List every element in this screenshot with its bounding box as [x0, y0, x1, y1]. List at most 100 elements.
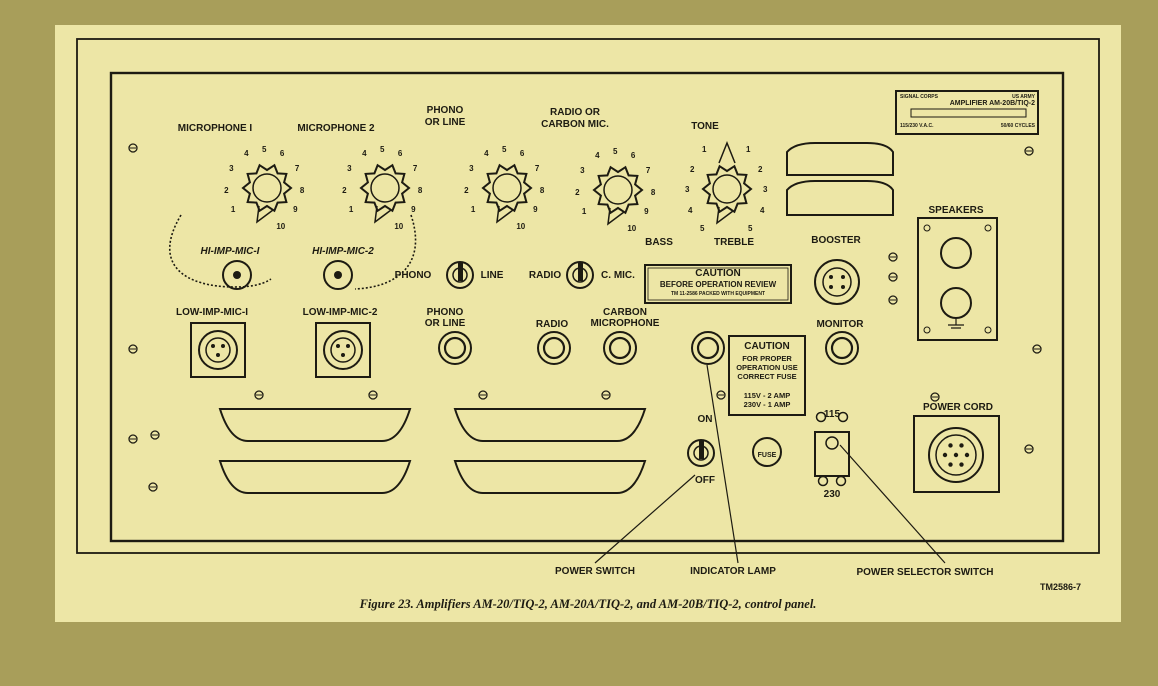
phono-line-scale-5: 5: [502, 145, 507, 154]
microphone-1-knob-cap: [252, 173, 282, 203]
label-radio-switch: RADIO: [528, 270, 562, 281]
phono-line-scale-8: 8: [539, 186, 545, 196]
radio-carbon-knob-body: [592, 165, 644, 215]
label-radio-carbon-1: RADIO OR: [550, 107, 600, 118]
low-imp-pin-2-2: [341, 353, 345, 357]
radio-carbon-scale-7: 7: [645, 166, 651, 175]
phono-line-scale-6: 6: [519, 149, 525, 159]
screw-10: [368, 390, 378, 400]
jack-outer-3: [691, 331, 725, 365]
hi-imp-jack-1: [222, 260, 252, 290]
microphone-1-scale-1: 1: [230, 204, 236, 214]
microphone-2-scale-9: 9: [411, 204, 416, 214]
jack-inner-2: [608, 336, 632, 360]
nameplate-bottom-right: 50/60 CYCLES: [1000, 123, 1035, 129]
caution-fuse-rating-115: 115V - 2 AMP: [743, 391, 791, 400]
phono-line-knob-pointer: [496, 205, 514, 224]
speaker-terminal-1: [940, 237, 972, 269]
label-115: 115: [823, 409, 841, 420]
screw-8: [930, 392, 940, 402]
microphone-1-scale-5: 5: [262, 145, 267, 154]
microphone-2-scale-4: 4: [362, 149, 367, 159]
booster-pin-1: [841, 275, 845, 279]
screw-16: [888, 252, 898, 262]
label-low-imp-mic-2: LOW-IMP-MIC-2: [302, 307, 378, 318]
label-cmic-switch: C. MIC.: [601, 270, 635, 281]
nameplate-top-left: SIGNAL CORPS: [900, 94, 938, 100]
vent-left-upper: [218, 408, 412, 442]
microphone-1-scale-9: 9: [293, 204, 298, 214]
screw-9: [254, 390, 264, 400]
booster-pin-0: [829, 275, 833, 279]
tone-scale-L-2: 2: [690, 165, 695, 174]
vent-center-lower: [453, 460, 647, 494]
figure-caption: Figure 23. Amplifiers AM-20/TIQ-2, AM-20…: [359, 597, 817, 611]
caution-fuse-line2: OPERATION USE: [736, 363, 798, 372]
leader-power-switch: [594, 474, 696, 564]
jack-outer-4: [825, 331, 859, 365]
speaker-terminal-2: [940, 287, 972, 319]
hi-imp-jack-center-1: [233, 271, 241, 279]
label-low-imp-mic-1: LOW-IMP-MIC-I: [175, 307, 248, 318]
fuse-holder: [752, 437, 782, 467]
radio-carbon-scale-1: 1: [581, 206, 587, 216]
booster-connector-inner: [822, 267, 852, 297]
radio-carbon-scale-2: 2: [575, 188, 580, 198]
phono-line-scale-4: 4: [484, 149, 489, 159]
radio-carbon-scale-9: 9: [644, 206, 649, 216]
toggle-lever-1: [578, 263, 583, 281]
tone-pointer-top: [718, 140, 736, 164]
label-speakers: SPEAKERS: [928, 205, 984, 216]
microphone-1-knob-body: [241, 163, 293, 213]
microphone-1-knob-pointer: [256, 205, 274, 224]
ground-symbol: [948, 318, 964, 329]
radio-carbon-scale-10: 10: [627, 224, 637, 234]
label-bass: BASS: [645, 237, 673, 248]
tone-scale-R-5: 5: [748, 224, 753, 233]
low-imp-pin-1-1: [221, 344, 225, 348]
tone-scale-R-2: 2: [758, 165, 763, 174]
speakers-screw-3: [984, 326, 992, 334]
caution-fuse-line3: CORRECT FUSE: [737, 372, 797, 381]
low-imp-plate-2: [315, 322, 371, 378]
label-monitor: MONITOR: [816, 319, 864, 330]
vent-center-upper: [453, 408, 647, 442]
toggle-ring-0: [446, 261, 474, 289]
toggle-lever-2: [699, 441, 704, 459]
microphone-1-scale-2: 2: [224, 186, 229, 196]
label-microphone-2: MICROPHONE 2: [297, 123, 375, 134]
label-phono-or-line-2: OR LINE: [424, 117, 466, 128]
caution-fuse-rating-230: 230V - 1 AMP: [743, 400, 791, 409]
power-cord-pin-2: [948, 462, 953, 467]
low-imp-pin-2-0: [336, 344, 340, 348]
low-imp-ring-2: [323, 330, 363, 370]
label-carbon-jack-1: CARBON: [603, 307, 647, 318]
microphone-2-scale-1: 1: [348, 204, 354, 214]
microphone-1-scale-7: 7: [294, 164, 300, 173]
label-radio-jack: RADIO: [535, 319, 569, 330]
nameplate-model: AMPLIFIER AM-20B/TIQ-2: [949, 100, 1035, 107]
nameplate-bottom-left: 115/230 V.A.C.: [900, 123, 934, 129]
booster-connector-ring: [814, 259, 860, 305]
toggle-ring-1: [566, 261, 594, 289]
selector-screw-230b: [835, 475, 847, 487]
selector-screw-115a: [815, 411, 827, 423]
caution-fuse-line1: FOR PROPER: [742, 354, 792, 363]
leader-indicator-lamp: [706, 364, 739, 564]
screw-1: [1024, 146, 1034, 156]
screw-7: [148, 482, 158, 492]
power-cord-inner: [935, 434, 977, 476]
jack-inner-4: [830, 336, 854, 360]
radio-carbon-scale-6: 6: [630, 151, 636, 161]
selector-body: [814, 431, 850, 477]
power-cord-pin-3: [942, 452, 948, 458]
phono-line-scale-2: 2: [464, 186, 469, 196]
microphone-1-scale-8: 8: [299, 186, 305, 196]
phono-line-scale-3: 3: [469, 164, 474, 173]
tone-scale-L-1: 1: [702, 145, 707, 154]
label-phono-switch: PHONO: [394, 270, 432, 281]
microphone-2-scale-10: 10: [394, 222, 404, 232]
tone-scale-R-4: 4: [760, 206, 765, 215]
tone-knob-cap: [712, 174, 742, 204]
radio-carbon-scale-8: 8: [650, 188, 656, 198]
